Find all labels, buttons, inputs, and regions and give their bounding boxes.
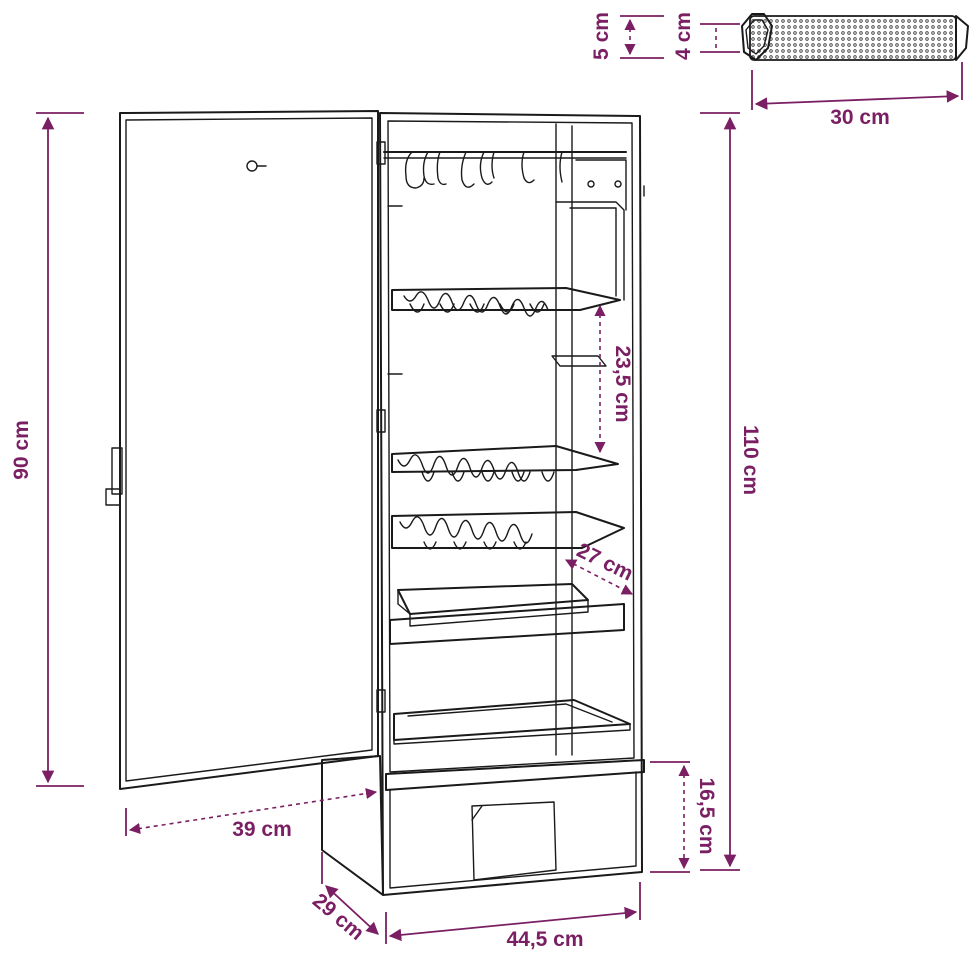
side-box	[387, 201, 625, 375]
label-door-height: 90 cm	[10, 420, 33, 480]
wire-rack-1	[391, 287, 621, 317]
smoke-tray	[393, 699, 631, 745]
cabinet-body	[321, 112, 643, 896]
label-rack-depth: 27 cm	[573, 539, 637, 586]
label-total-height: 110 cm	[739, 425, 762, 495]
label-tube-outer: 5 cm	[590, 12, 613, 60]
label-tube-inner: 4 cm	[672, 12, 695, 60]
wood-chip-drawer	[385, 759, 645, 889]
label-rack-spacing: 23,5 cm	[611, 345, 634, 422]
label-width: 44,5 cm	[506, 928, 583, 951]
label-drawer-height: 16,5 cm	[695, 777, 718, 854]
hook-rail	[383, 151, 645, 211]
cabinet-door	[105, 110, 379, 790]
label-door-width: 39 cm	[232, 818, 292, 841]
dimension-lines	[36, 15, 963, 944]
smoke-tube	[741, 13, 969, 61]
label-tube-length: 30 cm	[830, 106, 890, 129]
wire-rack-2	[391, 445, 619, 482]
drip-tray	[389, 583, 625, 645]
wire-rack-3	[391, 511, 625, 550]
